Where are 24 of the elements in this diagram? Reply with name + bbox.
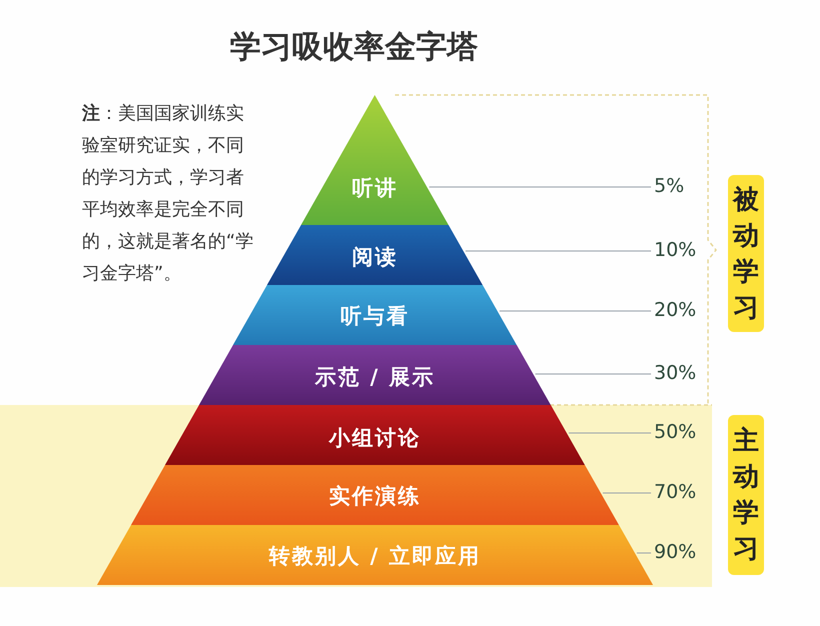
title: 学习吸收率金字塔 (230, 28, 478, 67)
percentage-label: 70% (654, 481, 696, 503)
leader-line (465, 250, 652, 252)
category-tag: 主动学习 (728, 415, 764, 575)
pyramid-layer: 实作演练 (131, 465, 619, 525)
pyramid-layer: 听与看 (233, 285, 517, 345)
pyramid-layer: 小组讨论 (165, 405, 585, 465)
pyramid-layer: 听讲 (301, 95, 449, 225)
leader-line (428, 186, 652, 188)
percentage-label: 10% (654, 239, 696, 261)
pyramid-layer: 转教别人 / 立即应用 (97, 525, 653, 585)
leader-line (568, 432, 652, 434)
leader-line (602, 492, 652, 494)
leader-line (499, 310, 652, 312)
percentage-label: 30% (654, 362, 696, 384)
percentage-label: 20% (654, 299, 696, 321)
note-text: 注：美国国家训练实验室研究证实，不同的学习方式，学习者平均效率是完全不同的，这就是著名的“学习金字塔”。 (82, 102, 254, 286)
leader-line (636, 552, 652, 554)
pyramid-layer: 示范 / 展示 (199, 345, 551, 405)
category-tag: 被动学习 (728, 175, 764, 332)
percentage-label: 90% (654, 541, 696, 563)
pyramid-layer: 阅读 (267, 225, 483, 285)
percentage-label: 5% (654, 175, 684, 197)
percentage-label: 50% (654, 421, 696, 443)
